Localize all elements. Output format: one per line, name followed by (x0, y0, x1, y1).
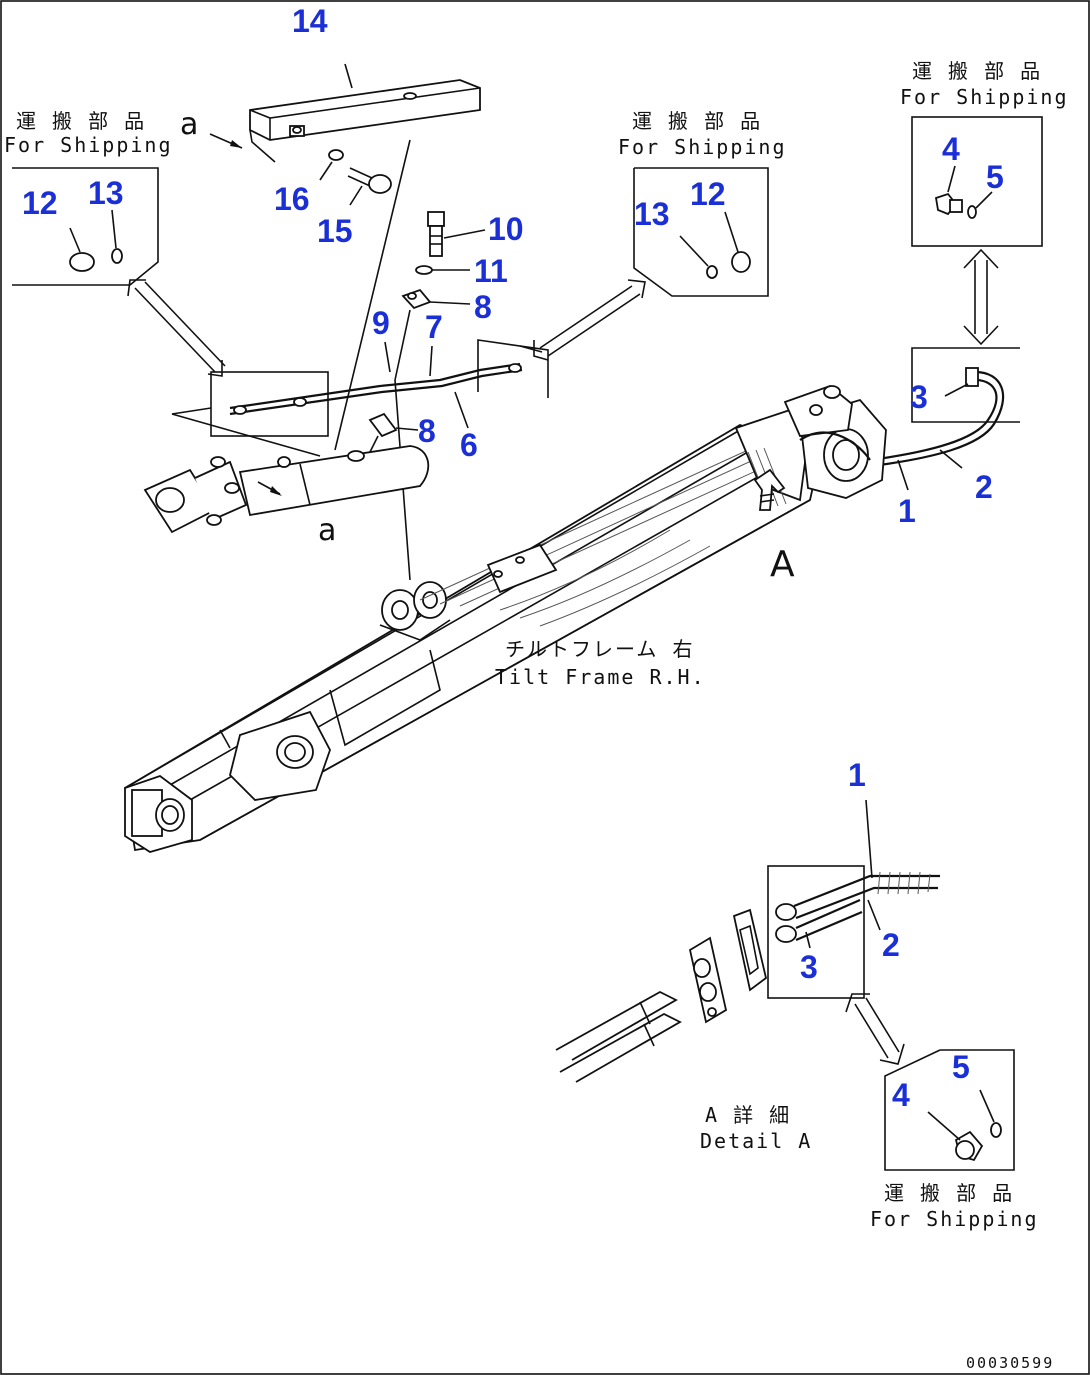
hose-assembly-detail (775, 871, 940, 943)
shipping-label-en-center: For Shipping (618, 135, 787, 159)
callout-5-top: 5 (986, 159, 1004, 195)
hose-part-2-upper (869, 367, 1005, 468)
callout-7: 7 (425, 309, 443, 345)
callout-13-center: 13 (634, 196, 670, 232)
shipping-label-en-right-top: For Shipping (900, 85, 1069, 109)
oring-part-13-center (706, 265, 718, 279)
callout-3-bottom: 3 (800, 949, 818, 985)
callout-6: 6 (460, 427, 478, 463)
shipping-box-right-bottom (884, 1049, 1015, 1171)
drawing-number: 00030599 (966, 1354, 1054, 1372)
double-arrow-bottom (845, 993, 905, 1065)
callout-4-bottom: 4 (892, 1077, 910, 1113)
hose-end-box-right (911, 347, 1020, 423)
detail-a-assembly (555, 908, 768, 1083)
bolt-part-10 (427, 211, 445, 257)
ref-a-bottom: a (318, 513, 336, 548)
ref-a-top: a (180, 107, 198, 142)
callout-13-left: 13 (88, 175, 124, 211)
shipping-box-center (633, 167, 769, 297)
hose-part-1-upper (799, 431, 871, 461)
double-arrow-right (963, 248, 999, 346)
shipping-box-right-top (911, 116, 1043, 247)
detail-a-hose-box (767, 865, 865, 999)
plug-part-4-bottom (954, 1130, 984, 1162)
cover-part-14 (249, 79, 481, 163)
detail-a-label-jp: A 詳 細 (705, 1103, 791, 1127)
callout-3-top: 3 (910, 379, 928, 415)
shipping-label-jp-right-top: 運 搬 部 品 (912, 59, 1042, 83)
clamp-part-8-lower (368, 412, 398, 453)
callout-8-lower: 8 (418, 413, 436, 449)
plug-part-12-center (731, 251, 751, 273)
washer-part-16 (328, 149, 344, 161)
oring-part-5-bottom (990, 1122, 1002, 1138)
detail-a-label-en: Detail A (700, 1129, 812, 1153)
double-arrow-left (127, 279, 226, 377)
oring-part-13-left (111, 248, 123, 264)
hose-part-6 (229, 362, 523, 416)
shipping-label-en-left: For Shipping (4, 133, 173, 157)
callout-14: 14 (292, 3, 328, 39)
callout-16: 16 (274, 181, 310, 217)
callout-1-bottom: 1 (848, 757, 866, 793)
plug-part-12-left (69, 252, 95, 272)
callout-10: 10 (488, 211, 524, 247)
bolt-part-15 (347, 167, 392, 194)
callout-12-center: 12 (690, 176, 726, 212)
callout-15: 15 (317, 213, 353, 249)
tilt-cylinder (143, 445, 430, 534)
tilt-frame-label-jp: チルトフレーム 右 (505, 637, 694, 661)
callout-9: 9 (372, 305, 390, 341)
shipping-label-jp-left: 運 搬 部 品 (16, 109, 146, 133)
plug-part-4-top (934, 192, 963, 216)
callout-12-left: 12 (22, 185, 58, 221)
shipping-label-jp-right-bottom: 運 搬 部 品 (884, 1181, 1014, 1205)
callout-2-bottom: 2 (882, 927, 900, 963)
view-arrow-A (753, 468, 786, 511)
callout-2-top: 2 (975, 469, 993, 505)
callout-1-top: 1 (898, 493, 916, 529)
shipping-box-left (12, 167, 159, 286)
shipping-label-en-right-bottom: For Shipping (870, 1207, 1039, 1231)
hose-detail-box (210, 371, 329, 437)
oring-part-5-top (967, 205, 977, 219)
callout-8-upper: 8 (474, 289, 492, 325)
clamp-part-8-upper (401, 288, 432, 310)
tilt-frame-beam (124, 384, 887, 853)
callout-5-bottom: 5 (952, 1049, 970, 1085)
callout-4-top: 4 (942, 131, 960, 167)
washer-part-11 (415, 265, 433, 275)
tilt-frame-label-en: Tilt Frame R.H. (495, 665, 706, 689)
ref-A: A (770, 544, 795, 585)
double-arrow-center (533, 279, 646, 361)
callout-11: 11 (474, 253, 508, 289)
shipping-label-jp-center: 運 搬 部 品 (632, 109, 762, 133)
